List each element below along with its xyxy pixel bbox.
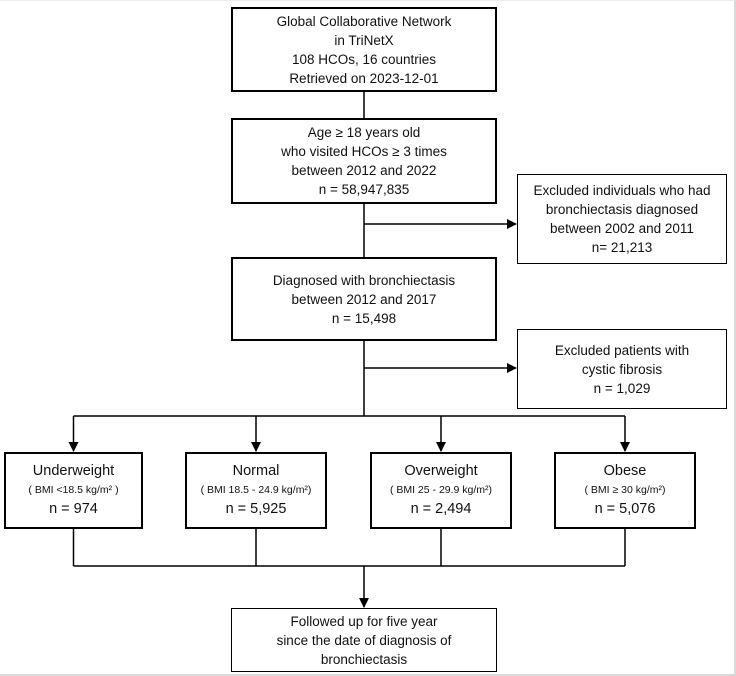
bmi-overweight-count: n = 2,494	[410, 500, 472, 517]
node-excluded-cf-line-1: Excluded patients with	[554, 342, 690, 358]
node-bmi-obese: Obese ( BMI ≥ 30 kg/m²) n = 5,076	[554, 452, 696, 529]
node-source-line-2: in TriNetX	[334, 32, 394, 48]
bmi-normal-criteria: ( BMI 18.5 - 24.9 kg/m²)	[200, 483, 312, 496]
bmi-obese-count: n = 5,076	[594, 500, 656, 517]
node-followup-line-2: since the date of diagnosis of	[276, 632, 452, 648]
node-eligible-line-2: who visited HCOs ≥ 3 times	[281, 144, 447, 159]
node-excluded-prior-line-4: n= 21,213	[591, 240, 653, 255]
node-excluded-prior-line-1: Excluded individuals who had	[533, 183, 711, 198]
bmi-normal-count: n = 5,925	[225, 500, 287, 517]
bmi-obese-label: Obese	[603, 462, 647, 479]
bmi-underweight-criteria: ( BMI <18.5 kg/m² )	[28, 483, 119, 496]
node-excluded-prior-diagnosis: Excluded individuals who had bronchiecta…	[517, 174, 727, 264]
bmi-underweight-label: Underweight	[32, 462, 115, 479]
node-diagnosed-line-2: between 2012 and 2017	[291, 291, 437, 307]
node-excluded-prior-line-2: bronchiectasis diagnosed	[545, 202, 699, 217]
node-followup-line-3: bronchiectasis	[320, 651, 408, 667]
node-bmi-normal: Normal ( BMI 18.5 - 24.9 kg/m²) n = 5,92…	[185, 452, 327, 529]
node-eligible: Age ≥ 18 years old who visited HCOs ≥ 3 …	[231, 118, 497, 204]
node-source-line-1: Global Collaborative Network	[276, 13, 452, 29]
node-eligible-line-3: between 2012 and 2022	[291, 163, 437, 178]
node-followup: Followed up for five year since the date…	[231, 608, 497, 672]
node-diagnosed: Diagnosed with bronchiectasis between 20…	[231, 257, 497, 341]
node-excluded-cf-line-3: n = 1,029	[593, 380, 651, 396]
node-bmi-overweight: Overweight ( BMI 25 - 29.9 kg/m²) n = 2,…	[370, 452, 512, 529]
node-diagnosed-line-1: Diagnosed with bronchiectasis	[272, 272, 456, 288]
node-diagnosed-line-3: n = 15,498	[331, 310, 397, 326]
node-followup-line-1: Followed up for five year	[290, 613, 438, 629]
node-eligible-line-4: n = 58,947,835	[318, 182, 410, 197]
node-excluded-cystic-fibrosis: Excluded patients with cystic fibrosis n…	[517, 329, 727, 409]
node-excluded-prior-line-3: between 2002 and 2011	[550, 221, 694, 236]
node-source: Global Collaborative Network in TriNetX …	[231, 7, 497, 92]
bmi-underweight-count: n = 974	[49, 500, 98, 517]
node-eligible-line-1: Age ≥ 18 years old	[307, 125, 421, 140]
node-bmi-underweight: Underweight ( BMI <18.5 kg/m² ) n = 974	[4, 452, 143, 529]
node-source-line-3: 108 HCOs, 16 countries	[291, 51, 437, 67]
bmi-overweight-label: Overweight	[404, 462, 478, 479]
bmi-obese-criteria: ( BMI ≥ 30 kg/m²)	[584, 483, 666, 496]
node-source-line-4: Retrieved on 2023-12-01	[289, 70, 439, 86]
node-excluded-cf-line-2: cystic fibrosis	[581, 361, 663, 377]
bmi-overweight-criteria: ( BMI 25 - 29.9 kg/m²)	[389, 483, 493, 496]
bmi-normal-label: Normal	[232, 462, 280, 479]
